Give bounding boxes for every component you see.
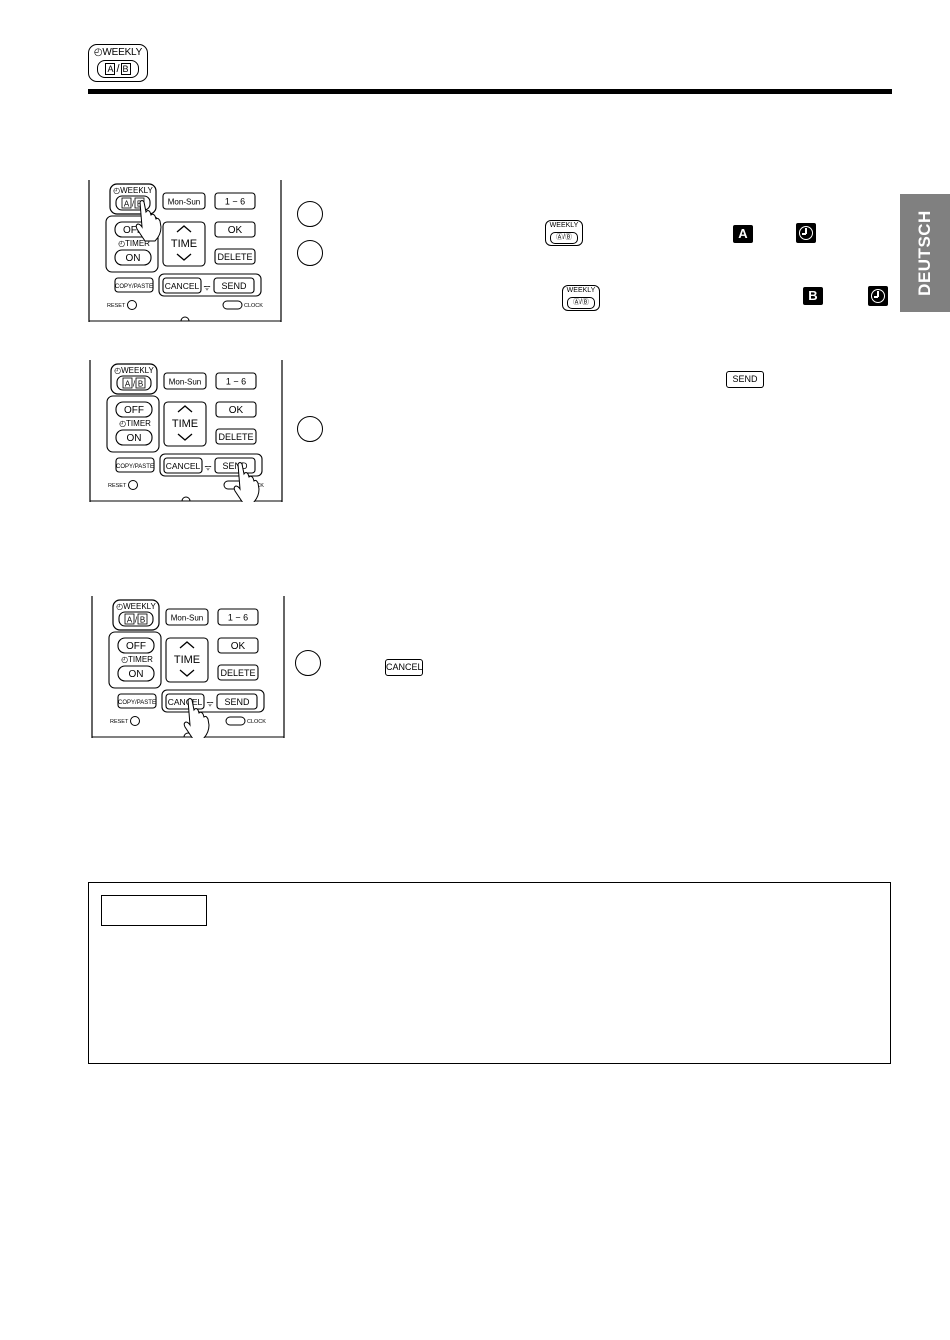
svg-text:/: / [132,200,135,209]
ab-toggle-label: A/B [97,60,139,78]
side-tab-label: DEUTSCH [915,210,934,296]
svg-text:SEND: SEND [224,697,250,707]
note-box [88,882,891,1064]
weekly-button-icon: WEEKLY Ⓐ/Ⓑ [545,220,583,246]
weekly-button-icon-2: WEEKLY Ⓐ/Ⓑ [562,285,600,311]
svg-text:CANCEL: CANCEL [166,461,201,471]
svg-text:1 − 6: 1 − 6 [228,613,248,623]
svg-text:◴WEEKLY: ◴WEEKLY [116,602,156,611]
svg-text:◴WEEKLY: ◴WEEKLY [114,366,154,375]
svg-text:TIME: TIME [172,418,198,430]
step-circle-3 [297,416,323,442]
svg-text:A: A [127,616,133,625]
svg-text:CANCEL: CANCEL [168,697,203,707]
weekly-ab-header-icon: ◴WEEKLY A/B [88,44,148,82]
weekly-text: WEEKLY [102,47,143,58]
svg-text:1 − 6: 1 − 6 [226,377,246,387]
cancel-key-icon: CANCEL [385,659,423,676]
svg-text:OFF: OFF [123,225,143,236]
remote-illustration-send: ◴WEEKLY A / B Mon-Sun 1 − 6 OFF ◴TIMER O… [86,360,286,502]
svg-text:RESET: RESET [110,719,129,725]
svg-text:CANCEL: CANCEL [165,281,200,291]
svg-text:SEND: SEND [222,461,248,471]
clock-icon-2 [868,286,888,306]
svg-text:TIME: TIME [171,238,197,250]
svg-text:ᯤ: ᯤ [204,463,211,472]
badge-a-icon: A [733,225,753,243]
svg-text:SEND: SEND [221,281,247,291]
svg-text:A: A [125,380,131,389]
svg-text:Mon-Sun: Mon-Sun [171,614,203,623]
svg-text:ᯤ: ᯤ [203,283,210,292]
svg-text:COPY/PASTE: COPY/PASTE [118,700,156,706]
svg-text:DELETE: DELETE [217,252,252,262]
svg-text:◴WEEKLY: ◴WEEKLY [113,186,153,195]
svg-text:OK: OK [229,405,244,416]
svg-text:DELETE: DELETE [218,432,253,442]
svg-text:OK: OK [228,225,243,236]
svg-text:◴TIMER: ◴TIMER [118,239,150,248]
svg-text:OK: OK [231,641,246,652]
svg-text:1 − 6: 1 − 6 [225,197,245,207]
badge-b-icon: B [803,287,823,305]
remote-illustration-weekly: ◴WEEKLY A / B Mon-Sun 1 − 6 OFF ◴TIMER O… [85,180,285,322]
svg-text:Mon-Sun: Mon-Sun [168,198,200,207]
svg-text:OFF: OFF [124,405,144,416]
step-circle-4 [295,650,321,676]
svg-text:Mon-Sun: Mon-Sun [169,378,201,387]
svg-text:COPY/PASTE: COPY/PASTE [115,284,153,290]
svg-text:◴TIMER: ◴TIMER [121,655,153,664]
weekly-label: ◴WEEKLY [93,47,143,58]
svg-text:/: / [135,616,138,625]
pointing-hand-icon [233,462,260,502]
svg-text:A: A [124,200,130,209]
svg-text:ON: ON [126,253,141,264]
svg-text:OFF: OFF [126,641,146,652]
svg-text:ON: ON [129,669,144,680]
svg-text:ON: ON [127,433,142,444]
svg-text:B: B [140,616,145,625]
clock-icon [796,223,816,243]
ab-a: A [105,63,116,75]
remote-illustration-cancel: ◴WEEKLY A / B Mon-Sun 1 − 6 OFF ◴TIMER O… [88,596,288,738]
svg-text:RESET: RESET [108,483,127,489]
svg-text:ᯤ: ᯤ [206,699,213,708]
send-key-icon: SEND [726,371,764,388]
ab-small-2: Ⓐ/Ⓑ [567,297,595,309]
ab-b: B [120,63,131,75]
svg-text:/: / [133,380,136,389]
svg-text:DELETE: DELETE [220,668,255,678]
language-side-tab: DEUTSCH [900,194,950,312]
svg-text:CLOCK: CLOCK [244,303,263,309]
header-rule [88,89,892,94]
svg-text:TIME: TIME [174,654,200,666]
svg-text:◴TIMER: ◴TIMER [119,419,151,428]
pointing-hand-icon [135,200,162,242]
pointing-hand-icon [183,698,210,738]
step-circle-2 [297,240,323,266]
svg-text:RESET: RESET [107,303,126,309]
note-label-box [101,895,207,926]
step-circle-1 [297,201,323,227]
svg-text:CLOCK: CLOCK [247,719,266,725]
ab-small: Ⓐ/Ⓑ [550,232,578,244]
weekly-small-text-2: WEEKLY [566,287,596,294]
weekly-small-text: WEEKLY [549,222,579,229]
svg-text:B: B [137,200,142,209]
svg-text:B: B [138,380,143,389]
svg-text:COPY/PASTE: COPY/PASTE [116,464,154,470]
